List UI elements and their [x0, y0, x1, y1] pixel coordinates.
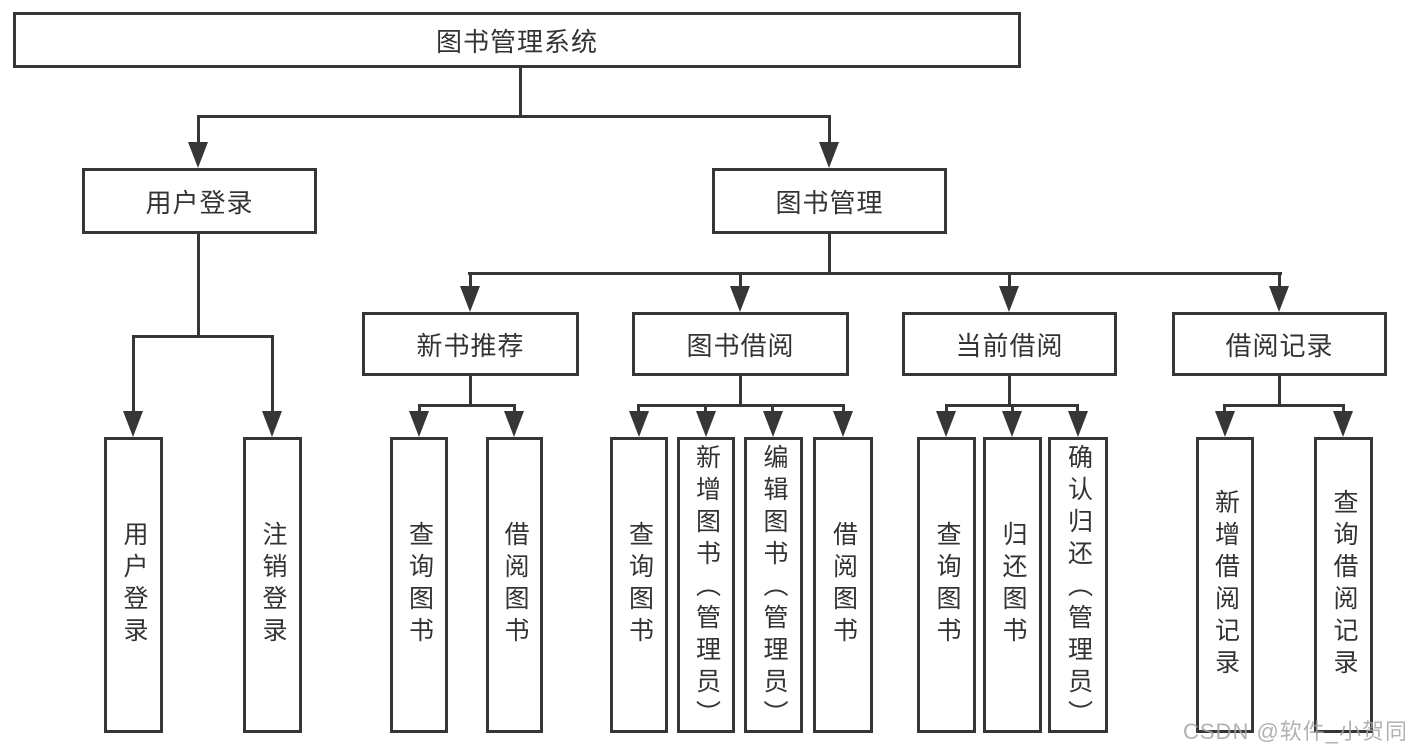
arrow-to-leaf [833, 411, 853, 437]
connector-stem-book-management [828, 115, 831, 145]
arrow-to-current-borrow [999, 286, 1019, 312]
connector-new-books-stem [469, 376, 472, 407]
node-new-book-recommend: 新书推荐 [362, 312, 579, 376]
arrow-to-book-management [819, 142, 839, 168]
arrow-to-leaf [696, 411, 716, 437]
node-book-borrow: 图书借阅 [632, 312, 849, 376]
connector-user-login-rail [132, 335, 274, 338]
leaf-add-books-admin: 新增图书（管理员） [677, 437, 735, 733]
connector-current-borrow-stem [1008, 376, 1011, 407]
arrow-to-leaf [1215, 411, 1235, 437]
leaf-logout-login: 注销登录 [243, 437, 302, 733]
leaf-confirm-return-admin: 确认归还（管理员） [1048, 437, 1108, 733]
connector-borrow-records-stem [1278, 376, 1281, 407]
connector-stem-book-borrow [739, 272, 742, 288]
connector-stem-borrow-records [1278, 272, 1281, 288]
connector-book-management-rail [468, 272, 1282, 275]
leaf-user-login: 用户登录 [104, 437, 163, 733]
connector-leaf-stem [704, 404, 707, 415]
connector-leaf-stem [1342, 404, 1345, 415]
leaf-query-borrow-record: 查询借阅记录 [1314, 437, 1373, 733]
connector-leaf-stem [771, 404, 774, 415]
connector-stem-user-login [197, 115, 200, 145]
arrow-to-user-login [188, 142, 208, 168]
leaf-return-books: 归还图书 [983, 437, 1042, 733]
node-book-management: 图书管理 [712, 168, 947, 234]
arrow-to-leaf [1068, 411, 1088, 437]
arrow-to-leaf [409, 411, 429, 437]
connector-book-management-stem [828, 234, 831, 275]
arrow-to-leaf [504, 411, 524, 437]
leaf-add-borrow-record: 新增借阅记录 [1196, 437, 1254, 733]
arrow-to-leaf [936, 411, 956, 437]
connector-book-borrow-stem [739, 376, 742, 407]
node-user-login: 用户登录 [82, 168, 317, 234]
node-current-borrow: 当前借阅 [902, 312, 1117, 376]
node-borrow-records: 借阅记录 [1172, 312, 1387, 376]
arrow-to-leaf-logout [262, 411, 282, 437]
connector-leaf-stem [842, 404, 845, 415]
connector-leaf-stem [1223, 404, 1226, 415]
arrow-to-leaf [629, 411, 649, 437]
connector-stem-current-borrow [1008, 272, 1011, 288]
arrow-to-leaf [1333, 411, 1353, 437]
connector-leaf-stem [1011, 404, 1014, 415]
connector-user-login-stem [197, 234, 200, 337]
watermark: CSDN @软件_小贺同学 [1183, 719, 1405, 744]
arrow-to-leaf-user-login [123, 411, 143, 437]
connector-stem-leaf-user-login [132, 335, 135, 414]
connector-stem-leaf-logout [271, 335, 274, 414]
arrow-to-new-books [460, 286, 480, 312]
arrow-to-leaf [1002, 411, 1022, 437]
leaf-query-books-borrow: 查询图书 [610, 437, 668, 733]
connector-new-books-rail [418, 404, 516, 407]
connector-leaf-stem [637, 404, 640, 415]
arrow-to-leaf [763, 411, 783, 437]
connector-leaf-stem [513, 404, 516, 415]
connector-stem-new-books [469, 272, 472, 288]
connector-root-stem [519, 66, 522, 117]
connector-root-rail [197, 115, 831, 118]
leaf-borrow-books: 借阅图书 [813, 437, 873, 733]
arrow-to-book-borrow [730, 286, 750, 312]
connector-leaf-stem [418, 404, 421, 415]
leaf-query-books-recommend: 查询图书 [390, 437, 448, 733]
leaf-edit-books-admin: 编辑图书（管理员） [744, 437, 803, 733]
connector-book-borrow-rail [637, 404, 845, 407]
node-root: 图书管理系统 [13, 12, 1021, 68]
leaf-borrow-books-recommend: 借阅图书 [486, 437, 543, 733]
arrow-to-borrow-records [1269, 286, 1289, 312]
leaf-query-books-current: 查询图书 [917, 437, 976, 733]
connector-leaf-stem [945, 404, 948, 415]
connector-leaf-stem [1076, 404, 1079, 415]
connector-borrow-records-rail [1223, 404, 1345, 407]
